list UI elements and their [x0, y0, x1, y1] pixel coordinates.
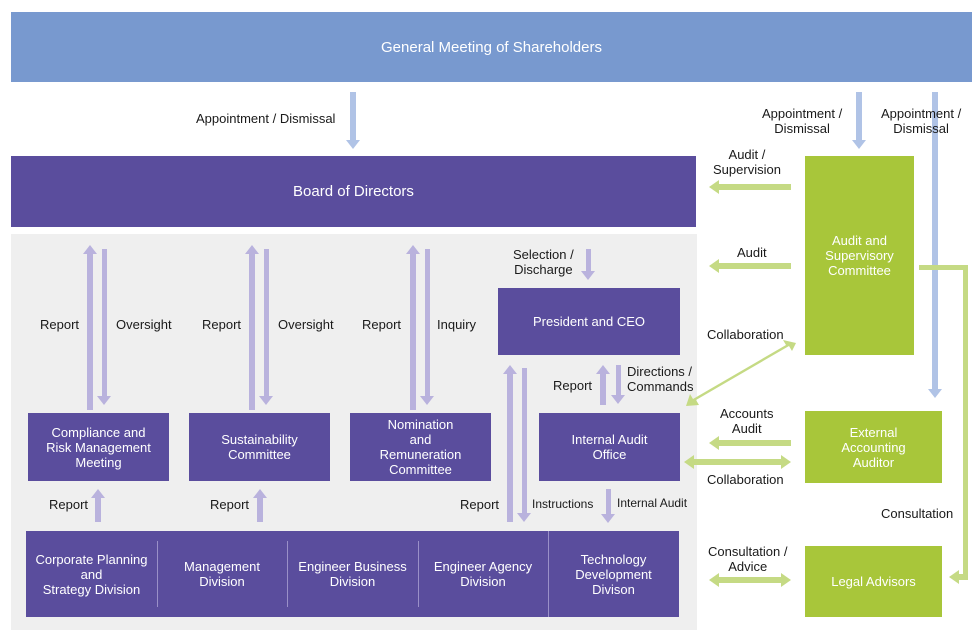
- arrow-internal-audit-down: [601, 489, 615, 523]
- division-engineer-agency: Engineer Agency Division: [418, 531, 548, 617]
- ceo-label: President and CEO: [532, 314, 645, 329]
- arrow-consultation-legal: [919, 265, 968, 584]
- sustainability-label: Sustainability Committee: [221, 432, 298, 462]
- arrow-shareholders-to-audit-committee: [852, 92, 866, 149]
- label-appointment-external-auditor: Appointment / Dismissal: [881, 106, 962, 136]
- arrow-audit: [709, 259, 791, 273]
- arrow-compliance-report: [83, 245, 97, 410]
- audit-committee-label: Audit and Supervisory Committee: [825, 233, 894, 278]
- divisions-bar: Corporate Planning and Strategy Division…: [26, 531, 679, 617]
- division-divider: [157, 541, 158, 607]
- division-label: Management Division: [184, 559, 260, 589]
- division-label: Engineer Agency Division: [433, 559, 533, 589]
- external-auditor-box: External Accounting Auditor: [805, 411, 942, 483]
- arrow-ceo-directions: [611, 365, 625, 404]
- label-oversight-sustainability: Oversight: [278, 317, 334, 332]
- division-label: Corporate Planning and Strategy Division: [35, 551, 148, 597]
- label-audit: Audit: [737, 245, 767, 260]
- label-report-nomination: Report: [362, 317, 402, 332]
- arrow-sustainability-oversight: [259, 249, 273, 405]
- arrow-shareholders-to-board: [346, 92, 360, 149]
- division-divider: [548, 531, 549, 617]
- arrow-collaboration-diagonal: [686, 340, 796, 406]
- arrow-nomination-inquiry: [420, 249, 434, 405]
- label-inquiry: Inquiry: [437, 317, 477, 332]
- external-auditor-label: External Accounting Auditor: [841, 424, 906, 470]
- label-report-compliance: Report: [40, 317, 80, 332]
- purple-arrows: [83, 245, 625, 523]
- arrow-division-report-compliance: [91, 489, 105, 522]
- sustainability-box: Sustainability Committee: [189, 413, 330, 481]
- division-management: Management Division: [157, 531, 287, 617]
- label-collaboration-horizontal: Collaboration: [707, 472, 784, 487]
- label-selection-discharge: Selection / Discharge: [513, 247, 574, 277]
- arrow-internal-audit-report: [596, 365, 610, 405]
- compliance-label: Compliance and Risk Management Meeting: [46, 424, 151, 470]
- label-appointment-audit-committee: Appointment / Dismissal: [762, 106, 843, 136]
- arrow-sustainability-report: [245, 245, 259, 410]
- label-consultation-advice: Consultation / Advice: [708, 544, 788, 574]
- green-arrows: [684, 180, 968, 587]
- legal-advisors-box: Legal Advisors: [805, 546, 942, 617]
- arrow-nomination-report: [406, 245, 420, 410]
- president-ceo-box: President and CEO: [498, 288, 680, 355]
- division-technology-development: Technology Development Divison: [548, 531, 679, 617]
- arrow-compliance-oversight: [97, 249, 111, 405]
- arrow-division-report-sustainability: [253, 489, 267, 522]
- arrow-consultation-advice: [709, 573, 791, 587]
- division-label: Engineer Business Division: [298, 559, 407, 589]
- label-report-compliance-division: Report: [49, 497, 89, 512]
- arrow-divisions-report: [503, 365, 517, 522]
- label-report-divisions-ceo: Report: [460, 497, 500, 512]
- legal-advisors-label: Legal Advisors: [831, 574, 916, 589]
- label-collaboration-diagonal: Collaboration: [707, 327, 784, 342]
- compliance-box: Compliance and Risk Management Meeting: [28, 413, 169, 481]
- label-report-internal-audit: Report: [553, 378, 593, 393]
- internal-audit-label: Internal Audit Office: [571, 432, 648, 462]
- division-label: Technology Development Divison: [575, 551, 652, 597]
- division-engineer-business: Engineer Business Division: [287, 531, 418, 617]
- audit-committee-box: Audit and Supervisory Committee: [805, 156, 914, 355]
- nomination-box: Nomination and Remuneration Committee: [350, 413, 491, 481]
- arrow-accounts-audit: [709, 436, 791, 450]
- label-oversight-compliance: Oversight: [116, 317, 172, 332]
- label-instructions: Instructions: [532, 497, 594, 511]
- shareholders-label: General Meeting of Shareholders: [381, 38, 602, 56]
- nomination-label: Nomination and Remuneration Committee: [379, 417, 462, 477]
- internal-audit-office-box: Internal Audit Office: [539, 413, 680, 481]
- board-of-directors-box: Board of Directors: [11, 156, 696, 227]
- arrow-collaboration-horizontal: [684, 455, 791, 469]
- shareholders-box: General Meeting of Shareholders: [11, 12, 972, 82]
- label-appointment-board: Appointment / Dismissal: [196, 111, 336, 126]
- division-divider: [418, 541, 419, 607]
- arrow-selection-discharge: [581, 249, 595, 280]
- label-directions-commands: Directions / Commands: [627, 364, 694, 394]
- board-label: Board of Directors: [293, 183, 414, 200]
- arrow-shareholders-to-external-auditor: [928, 92, 942, 398]
- label-accounts-audit: Accounts Audit: [720, 406, 774, 436]
- label-audit-supervision: Audit / Supervision: [713, 147, 781, 177]
- blue-arrows: [346, 92, 942, 398]
- label-report-sustainability-division: Report: [210, 497, 250, 512]
- division-corporate-planning: Corporate Planning and Strategy Division: [26, 531, 157, 617]
- label-internal-audit: Internal Audit: [617, 496, 688, 510]
- label-report-sustainability: Report: [202, 317, 242, 332]
- label-consultation: Consultation: [881, 506, 954, 521]
- arrow-ceo-instructions: [517, 368, 531, 522]
- arrow-audit-supervision: [709, 180, 791, 194]
- division-divider: [287, 541, 288, 607]
